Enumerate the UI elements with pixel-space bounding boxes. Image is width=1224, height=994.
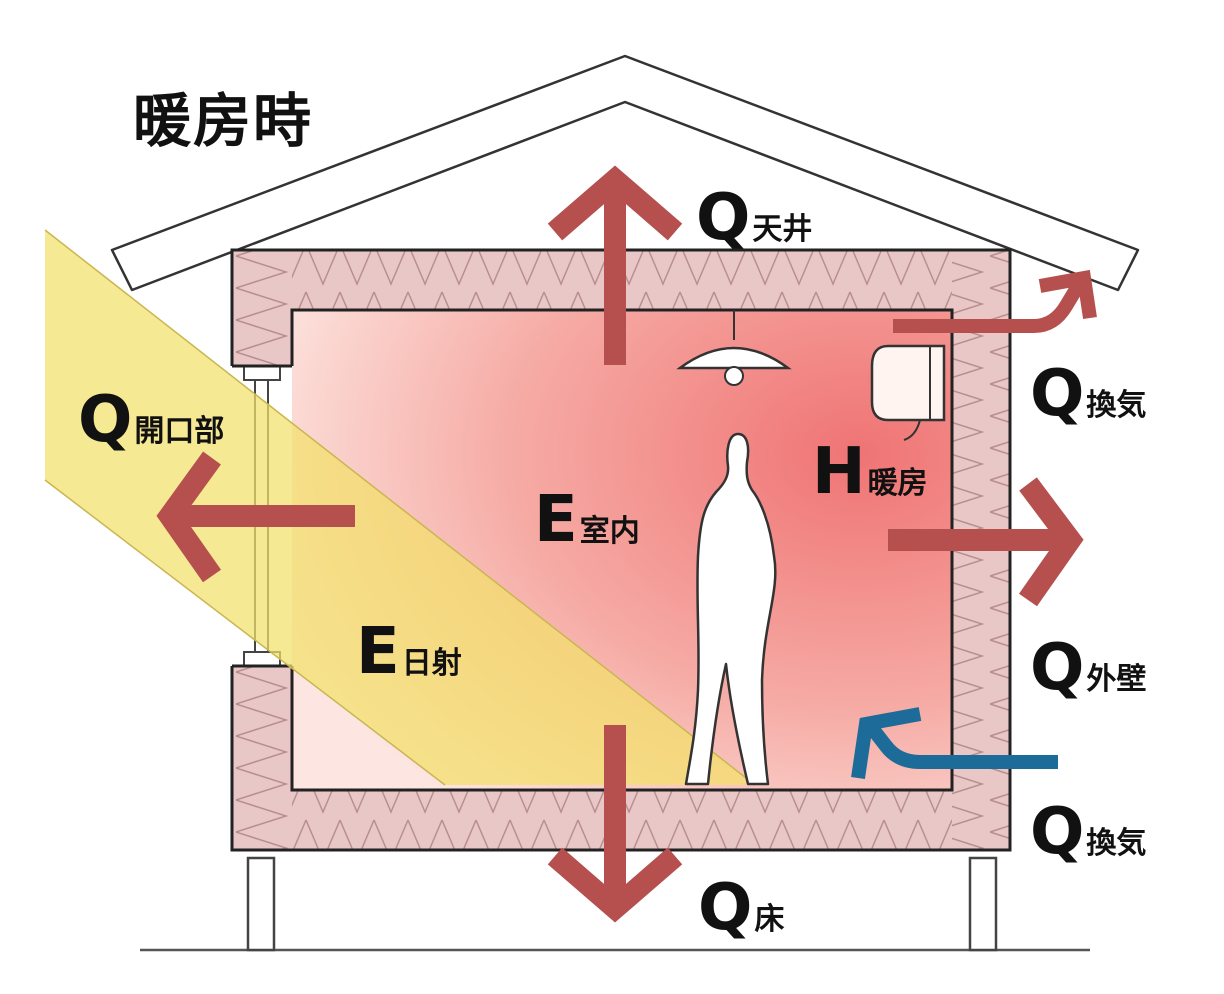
label-q-opening: Q開口部: [78, 383, 225, 457]
heater-unit-icon: [870, 344, 946, 441]
ceiling-lamp-icon: [676, 310, 792, 386]
heat-flow-arrows: [156, 165, 1097, 923]
arrow-ventilation-out: [893, 269, 1097, 333]
insulation-left-lower: [232, 666, 292, 850]
label-h-heating: H暖房: [812, 435, 928, 509]
arrow-ventilation-in: [851, 707, 1058, 780]
arrow-floor-down: [547, 725, 683, 923]
label-q-ventilation-top: Q換気: [1030, 357, 1147, 431]
label-q-ventilation-bottom: Q換気: [1030, 795, 1147, 869]
insulation-left-upper: [232, 250, 292, 366]
foundation-post-right: [968, 856, 998, 952]
arrow-wall-right: [888, 477, 1084, 607]
label-q-ceiling: Q天井: [696, 181, 813, 255]
label-q-floor: Q床: [698, 871, 785, 945]
arrow-opening-left: [156, 451, 355, 583]
label-e-indoor: E室内: [534, 483, 640, 557]
page-title: 暖房時: [133, 87, 314, 155]
arrow-ceiling-up: [547, 165, 683, 365]
foundation-post-left: [246, 856, 276, 952]
label-e-solar: E日射: [356, 615, 462, 689]
person-silhouette: [684, 432, 777, 786]
label-q-wall: Q外壁: [1030, 631, 1147, 705]
roof: [110, 54, 1140, 292]
